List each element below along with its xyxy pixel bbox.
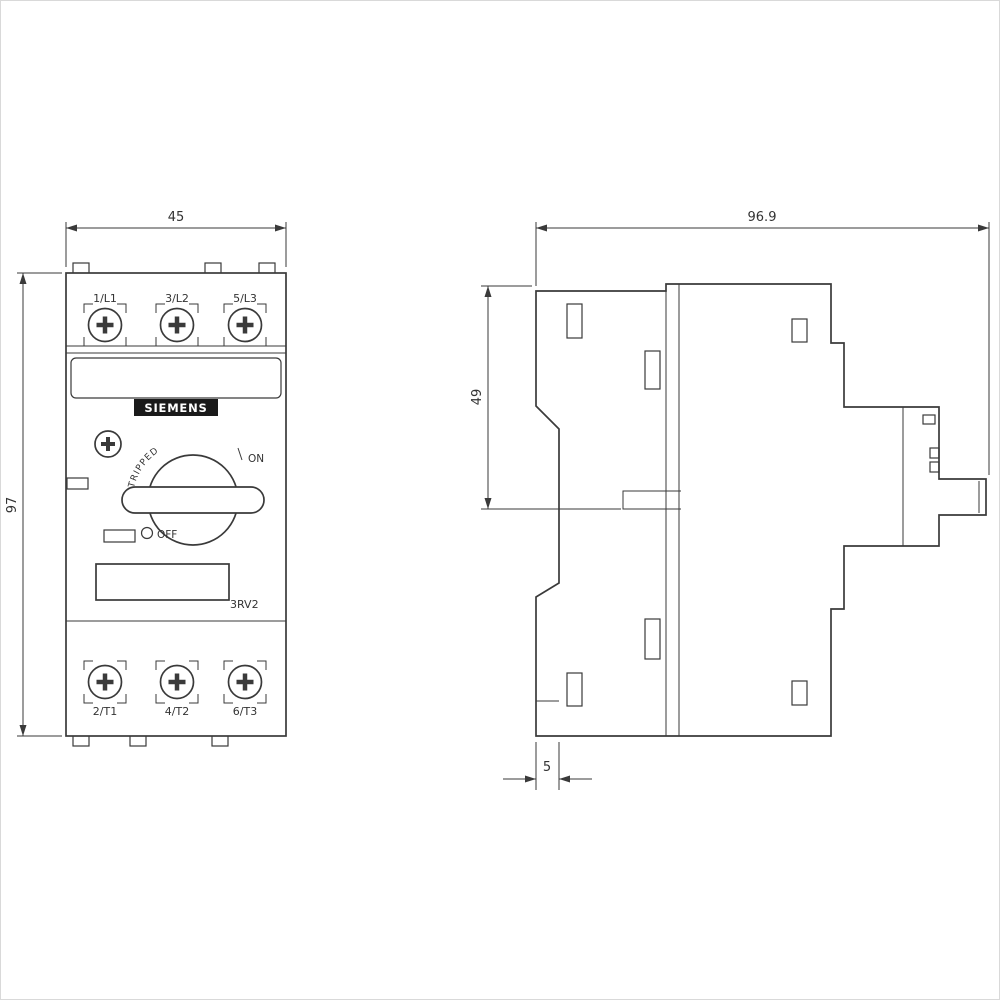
off-position-icon <box>140 526 154 540</box>
rotary-switch: TRIPPED ON OFF <box>121 446 265 546</box>
rail-offset-extension-lines <box>535 742 560 790</box>
front-view: SIEMENS TRIPPED ON OFF 3RV2 1/L1 3/L2 5/… <box>65 262 287 747</box>
dimension-width: 45 <box>65 210 287 267</box>
marking-field <box>70 357 282 399</box>
terminal-label: 4/T2 <box>165 705 189 718</box>
width-value: 45 <box>168 210 185 225</box>
off-label: OFF <box>157 529 177 541</box>
terminal-label: 5/L3 <box>233 292 257 305</box>
upper-depth-value: 49 <box>470 389 485 406</box>
arrowhead <box>978 224 989 232</box>
on-label: ON <box>248 453 264 465</box>
dimension-rail-offset: 5 <box>503 742 592 790</box>
on-position-tick <box>237 447 243 461</box>
arrowhead <box>484 286 492 297</box>
terminal-label: 2/T1 <box>93 705 117 718</box>
arrowhead <box>484 498 492 509</box>
depth-extension-lines <box>535 222 990 475</box>
reset-window <box>103 529 136 543</box>
side-view <box>535 283 987 737</box>
brand-plate <box>134 399 218 416</box>
height-value: 97 <box>5 497 20 514</box>
rating-window <box>95 563 230 601</box>
test-window <box>66 477 89 490</box>
model-label: 3RV2 <box>230 598 259 611</box>
arrowhead <box>536 224 547 232</box>
mid-step <box>622 490 681 510</box>
terminal-label: 6/T3 <box>233 705 257 718</box>
terminal-label: 1/L1 <box>93 292 117 305</box>
brand-label: SIEMENS <box>144 401 207 415</box>
top-terminals: 1/L1 3/L2 5/L3 <box>84 292 266 346</box>
width-extension-lines <box>65 222 287 267</box>
dimension-depth: 96.9 <box>535 210 990 475</box>
dimension-height: 97 <box>5 272 62 737</box>
arrowhead <box>559 775 570 783</box>
depth-value: 96.9 <box>748 210 777 225</box>
height-extension-lines <box>17 272 62 737</box>
dimensions: 45 97 96.9 49 <box>5 210 990 790</box>
arrowhead <box>275 224 286 232</box>
arrowhead <box>19 273 27 284</box>
front-seams <box>66 345 286 622</box>
side-outline <box>535 283 987 737</box>
arrowhead <box>19 725 27 736</box>
dimension-upper-depth: 49 <box>470 285 621 510</box>
knob-lever <box>121 486 265 514</box>
upper-depth-extension-lines <box>481 285 621 510</box>
arrowhead <box>525 775 536 783</box>
terminal-label: 3/L2 <box>165 292 189 305</box>
arrowhead <box>66 224 77 232</box>
bottom-terminals: 2/T1 4/T2 6/T3 <box>84 661 266 718</box>
side-inner-lines <box>536 284 980 736</box>
side-slots <box>566 303 940 707</box>
rail-offset-value: 5 <box>543 760 551 775</box>
adjustment-screw-icon <box>94 430 122 458</box>
